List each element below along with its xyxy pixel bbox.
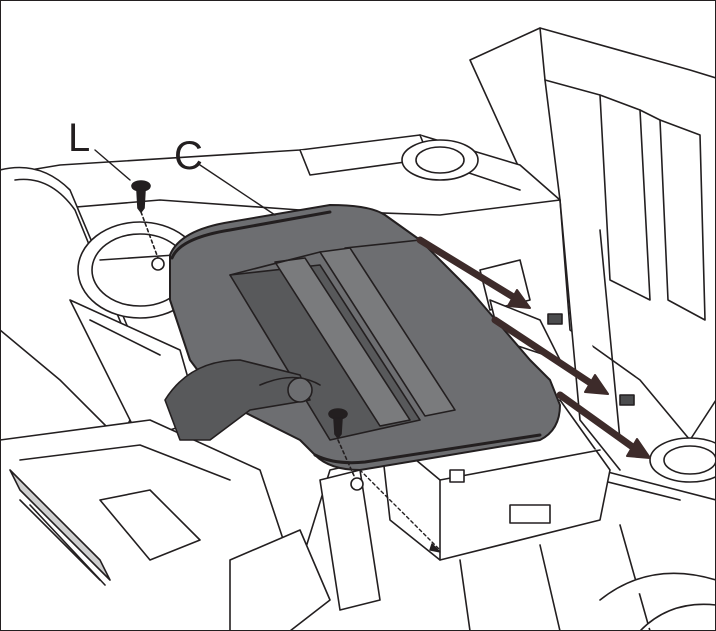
callout-screw-label: L xyxy=(68,116,91,160)
screw-icon xyxy=(131,180,364,491)
screw-center xyxy=(328,408,364,491)
direction-arrow xyxy=(416,236,651,459)
leader-lines xyxy=(94,149,441,553)
seat-cover xyxy=(164,204,561,471)
screw-top xyxy=(131,180,165,271)
callout-cover-label: C xyxy=(174,134,203,178)
steering-area xyxy=(0,166,331,631)
grille xyxy=(9,469,111,586)
